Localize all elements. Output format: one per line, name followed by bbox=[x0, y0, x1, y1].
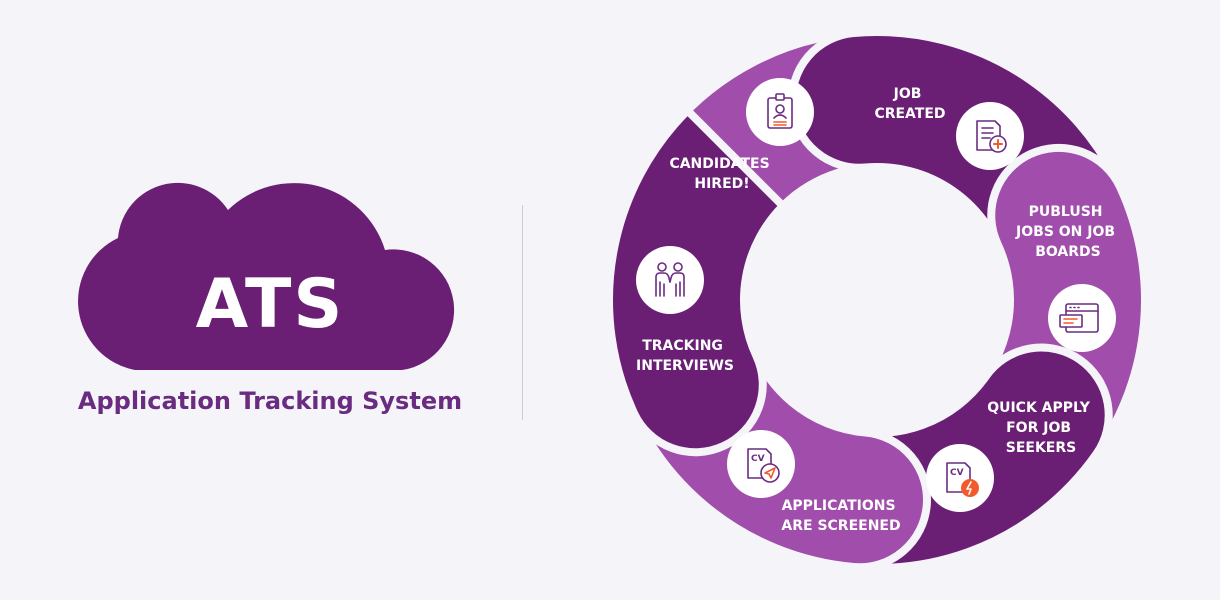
id-badge-icon bbox=[767, 93, 793, 129]
cv-send-icon: CV bbox=[747, 448, 780, 483]
browser-window-icon bbox=[1059, 303, 1099, 333]
cv-icon-text: CV bbox=[950, 468, 964, 478]
ats-subtitle: Application Tracking System bbox=[77, 387, 463, 415]
step-label-tracking-interviews: TRACKING INTERVIEWS bbox=[636, 338, 734, 374]
badge-publish-jobs bbox=[1048, 284, 1116, 352]
cycle-center bbox=[744, 167, 1010, 433]
step-label-publish-jobs: PUBLUSH JOBS ON JOB BOARDS bbox=[1015, 204, 1120, 260]
step-label-applications-screened: APPLICATIONS ARE SCREENED bbox=[781, 498, 900, 534]
badge-candidates-hired bbox=[746, 78, 814, 146]
badge-applications-screened: CV bbox=[727, 430, 795, 498]
badge-job-created bbox=[956, 102, 1024, 170]
step-label-candidates-hired: CANDIDATES HIRED! bbox=[669, 156, 774, 192]
step-label-quick-apply: QUICK APPLY FOR JOB SEEKERS bbox=[987, 400, 1095, 456]
cv-icon-text: CV bbox=[751, 454, 765, 464]
ats-logo-text: ATS bbox=[195, 265, 345, 344]
step-label-job-created: JOB CREATED bbox=[874, 86, 945, 122]
cloud-icon bbox=[78, 182, 455, 370]
handshake-icon bbox=[655, 262, 685, 297]
cv-quick-apply-icon: CV bbox=[946, 462, 979, 497]
document-add-icon bbox=[976, 120, 1007, 153]
badge-tracking-interviews bbox=[636, 246, 704, 314]
divider bbox=[522, 205, 523, 420]
badge-quick-apply: CV bbox=[926, 444, 994, 512]
ats-logo-panel: ATS Application Tracking System bbox=[60, 170, 480, 440]
